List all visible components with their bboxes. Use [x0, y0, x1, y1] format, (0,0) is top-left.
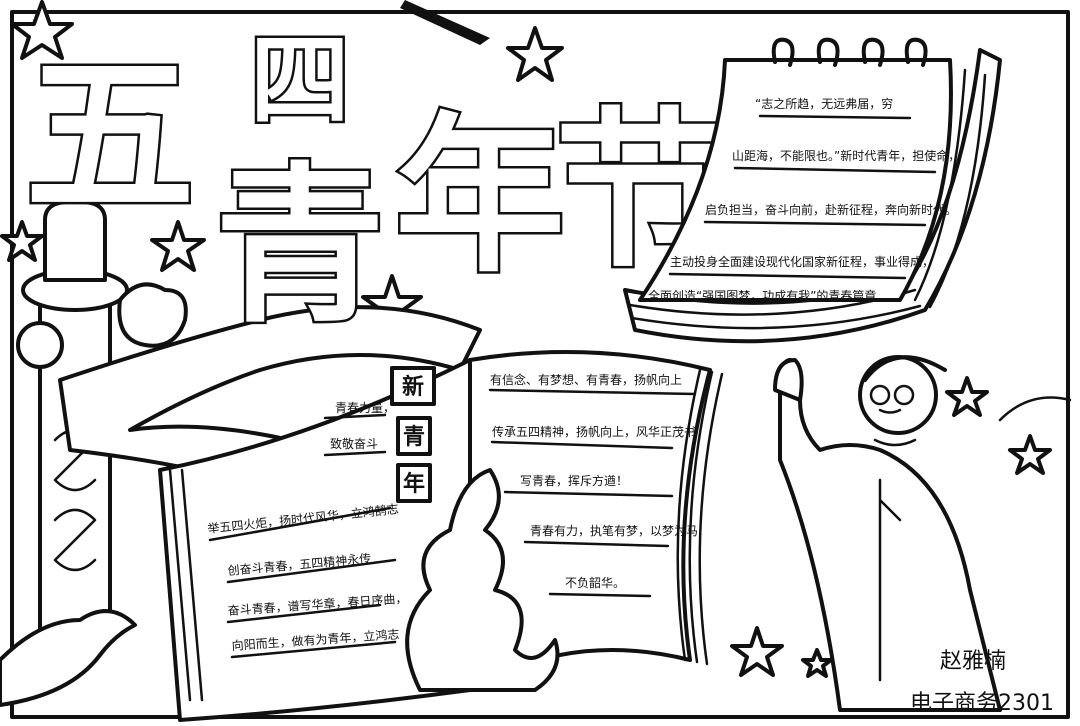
notebook-line: 主动投身全面建设现代化国家新征程，事业得成，	[670, 254, 934, 269]
huabiao-pillar	[16, 199, 188, 642]
svg-text:赵雅楠: 赵雅楠	[940, 649, 1006, 674]
svg-text:五: 五	[25, 38, 195, 236]
notebook-line: 启负担当，奋斗向前，赴新征程，奔向新时代。	[705, 202, 957, 217]
star-icon	[506, 26, 564, 82]
star-icon	[1008, 434, 1052, 475]
svg-text:四: 四	[250, 22, 350, 139]
svg-text:年: 年	[395, 98, 565, 296]
svg-text:有信念、有梦想、有青春，扬帆向上: 有信念、有梦想、有青春，扬帆向上	[490, 372, 682, 387]
star-icon	[0, 220, 44, 262]
poster-border	[10, 10, 1070, 719]
star-icon	[801, 648, 833, 678]
stars	[0, 0, 1052, 678]
right-page-text: 有信念、有梦想、有青春，扬帆向上 传承五四精神，扬帆向上，风华正茂书 写青春，挥…	[488, 372, 698, 598]
notebook-line: “志之所趋，无远弗届，穷	[755, 96, 893, 111]
banner-box: 新 青 年	[390, 366, 436, 503]
notebook-rings	[771, 37, 928, 67]
svg-text:青: 青	[215, 148, 385, 346]
svg-text:致敬奋斗: 致敬奋斗	[330, 437, 378, 451]
svg-text:年: 年	[403, 471, 425, 497]
notebook-line: 山距海，不能限也。”新时代青年，担使命，	[732, 148, 960, 163]
svg-text:青春有力，执笔有梦，以梦为马: 青春有力，执笔有梦，以梦为马	[530, 523, 698, 538]
svg-text:电子商务2301: 电子商务2301	[910, 691, 1054, 716]
pen-icon	[400, 0, 490, 45]
star-icon	[945, 376, 989, 417]
star-icon	[730, 626, 784, 677]
notebook: “志之所趋，无远弗届，穷 山距海，不能限也。”新时代青年，担使命， 启负担当，奋…	[623, 37, 1002, 344]
star-icon	[10, 0, 74, 60]
star-icon	[150, 220, 206, 272]
flame-illustration	[405, 468, 560, 692]
svg-text:青春力量，: 青春力量，	[335, 401, 395, 415]
svg-text:不负韶华。: 不负韶华。	[565, 575, 625, 590]
svg-text:写青春，挥斥方遒！: 写青春，挥斥方遒！	[520, 473, 628, 488]
dove-illustration	[0, 609, 137, 707]
signature: 赵雅楠 电子商务2301	[910, 649, 1054, 716]
svg-text:青: 青	[403, 425, 425, 450]
notebook-line: 全面创造“强国图梦，功成有我”的青春篇章	[648, 288, 876, 303]
svg-text:传承五四精神，扬帆向上，风华正茂书: 传承五四精神，扬帆向上，风华正茂书	[492, 424, 696, 439]
svg-text:新: 新	[402, 374, 424, 400]
youth-figure	[773, 355, 1072, 712]
